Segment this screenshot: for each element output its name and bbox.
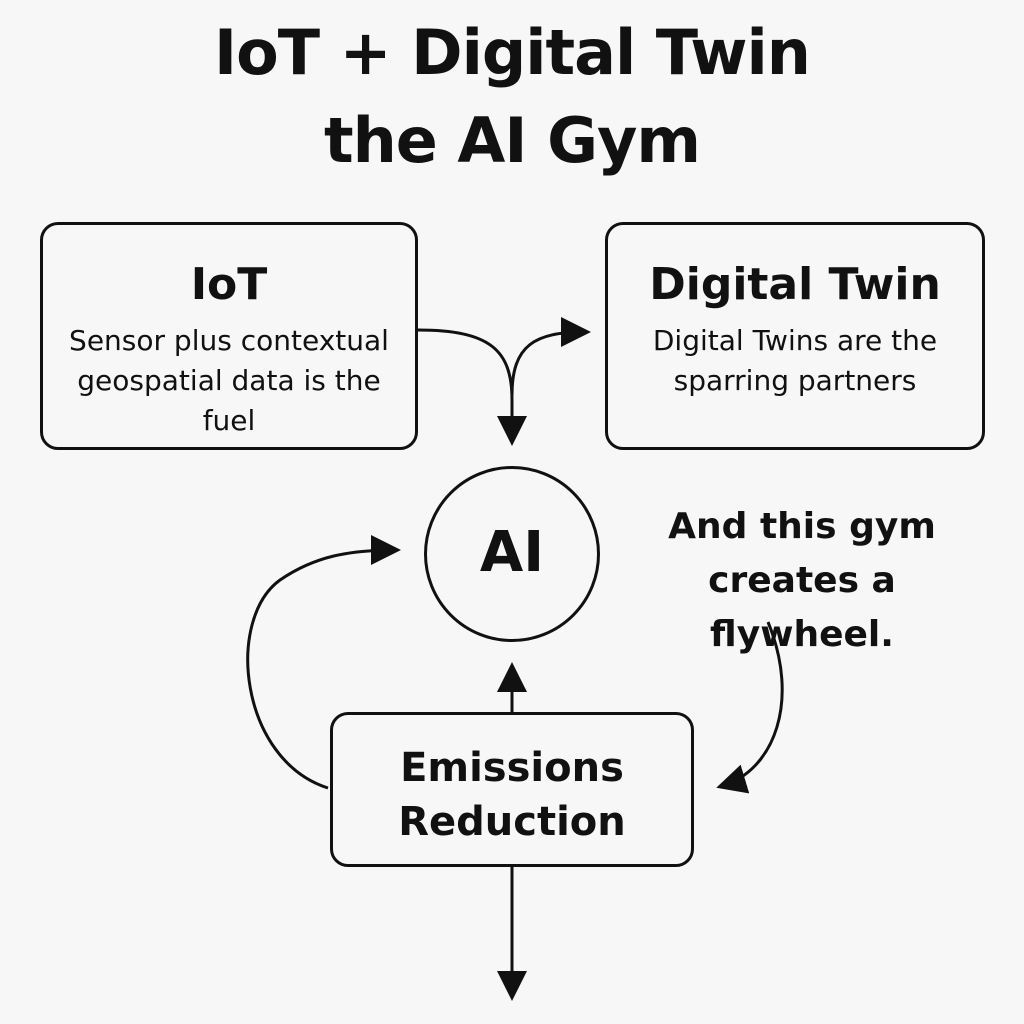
digital-twin-box: Digital Twin Digital Twins are the sparr…: [605, 222, 985, 450]
ai-label: AI: [479, 520, 545, 585]
page-title-line-1: IoT + Digital Twin: [214, 16, 811, 89]
page-title-line-2: the AI Gym: [324, 104, 701, 177]
flywheel-note: And this gym creates a flywheel.: [668, 506, 936, 655]
digital-twin-heading: Digital Twin: [649, 259, 941, 310]
arrow-flywheel-right: [716, 621, 784, 794]
arrow-iot-to-ai: [417, 328, 527, 446]
iot-description: Sensor plus contextual geospatial data i…: [69, 324, 389, 437]
digital-twin-description: Digital Twins are the sparring partners: [652, 324, 938, 397]
arrow-feedback-loop-left: [246, 535, 401, 790]
iot-heading: IoT: [190, 259, 268, 310]
iot-box: IoT Sensor plus contextual geospatial da…: [40, 222, 418, 450]
ai-node: AI: [424, 466, 600, 642]
arrow-to-digital-twin: [510, 317, 591, 396]
emissions-reduction-box: Emissions Reduction: [330, 712, 694, 867]
emissions-reduction-label: Emissions Reduction: [398, 745, 626, 845]
